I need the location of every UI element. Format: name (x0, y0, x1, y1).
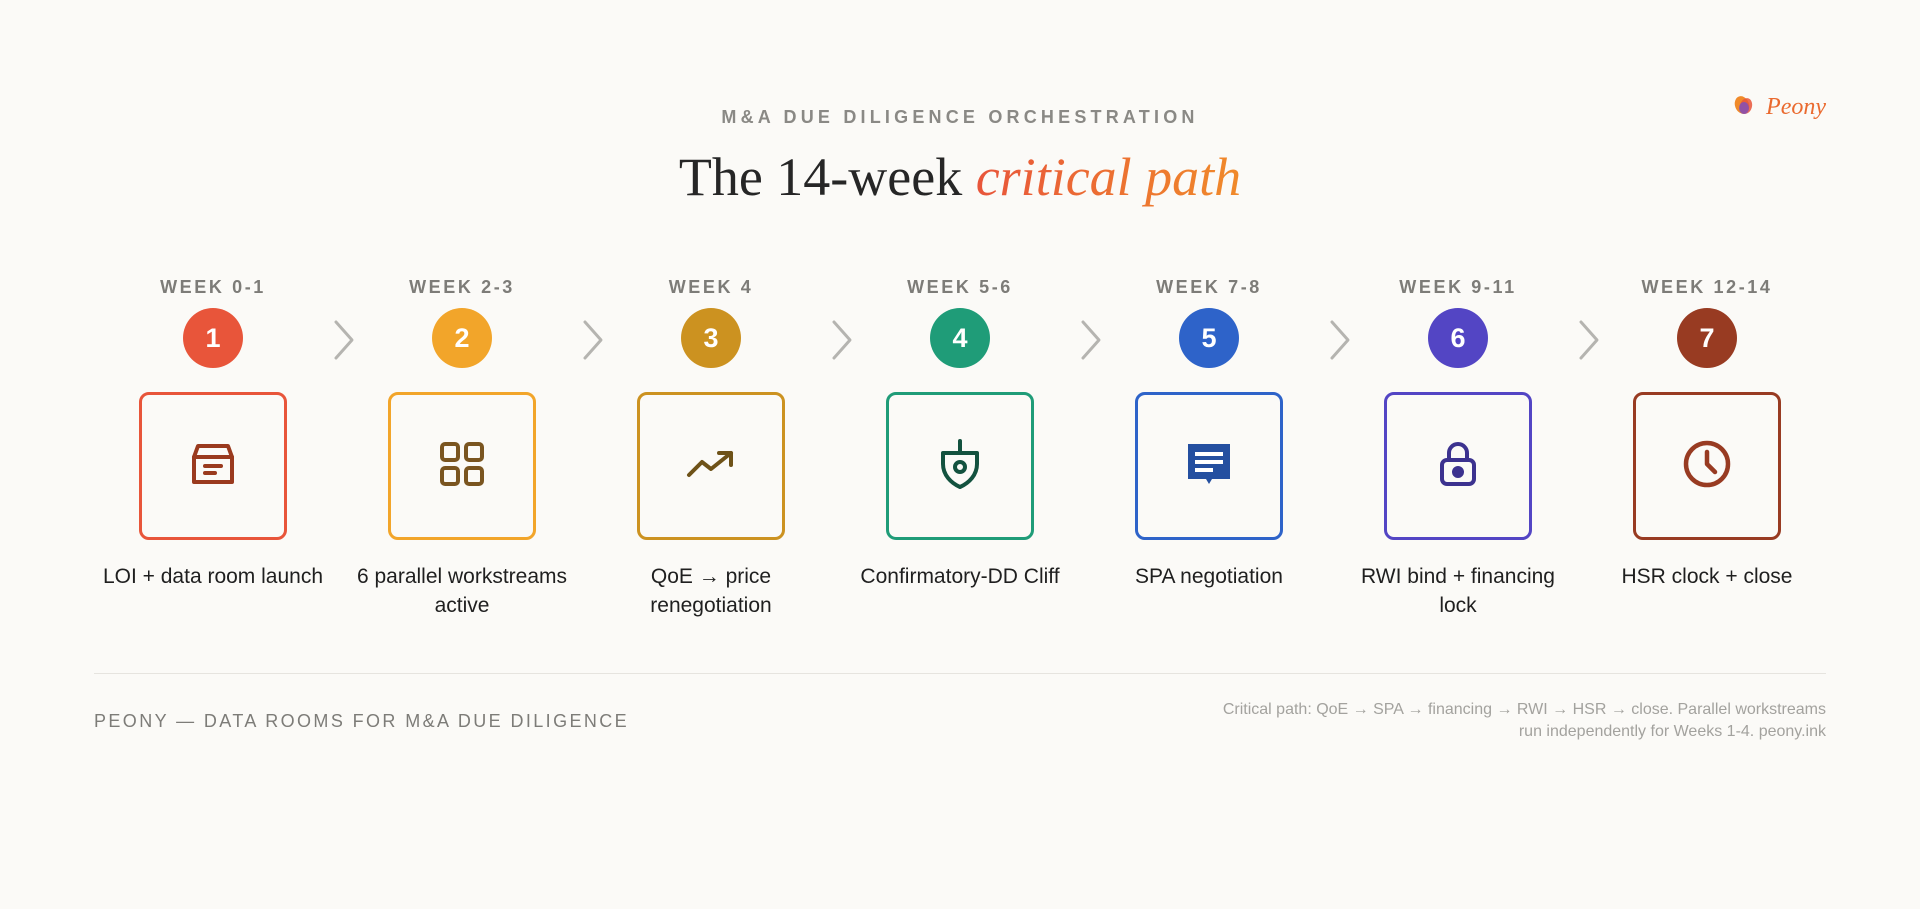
timeline-step-5: WEEK 7-8 5 SPA negotiation (1089, 276, 1329, 591)
timeline-step-6: WEEK 9-11 6 RWI bind + financing lock (1338, 276, 1578, 620)
footer-note: Critical path: QoE → SPA → financing → R… (1186, 699, 1826, 743)
step-caption: SPA negotiation (1135, 565, 1283, 588)
footer-note-line-1: Critical path: QoE → SPA → financing → R… (1222, 701, 1826, 718)
grid-icon (435, 437, 489, 496)
footer-note-line-2: run independently for Weeks 1-4. peony.i… (1518, 723, 1826, 740)
step-caption: 6 parallel workstreams active (356, 565, 568, 617)
step-week-label: WEEK 5-6 (907, 277, 1013, 297)
archive-box-icon (186, 437, 240, 496)
shield-icon (933, 437, 987, 496)
step-week-label: WEEK 2-3 (409, 277, 515, 297)
lock-icon (1431, 437, 1485, 496)
chevron-right-icon (1081, 320, 1101, 360)
timeline-step-1: WEEK 0-1 1 LOI + data room launch (93, 276, 333, 591)
document-icon (1182, 437, 1236, 496)
timeline: WEEK 0-1 1 LOI + data room launch WEEK 2… (0, 276, 1920, 636)
chevron-right-icon (1579, 320, 1599, 360)
footer-divider (94, 673, 1826, 674)
chevron-right-icon (832, 320, 852, 360)
step-caption: HSR clock + close (1621, 565, 1793, 588)
step-week-label: WEEK 7-8 (1156, 277, 1262, 297)
brand-name: Peony (1766, 94, 1826, 120)
chevron-right-icon (583, 320, 603, 360)
chevron-right-icon (334, 320, 354, 360)
step-caption: LOI + data room launch (102, 565, 324, 588)
step-number-badge: 5 (1179, 308, 1239, 368)
eyebrow-label: M&A DUE DILIGENCE ORCHESTRATION (721, 107, 1199, 127)
chevron-right-icon (1330, 320, 1350, 360)
step-icon-box (1633, 392, 1781, 540)
brand-logo: Peony (1732, 93, 1826, 122)
step-caption: RWI bind + financing lock (1361, 565, 1555, 617)
timeline-step-7: WEEK 12-14 7 HSR clock + close (1587, 276, 1827, 591)
step-number-badge: 6 (1428, 308, 1488, 368)
step-number-badge: 3 (681, 308, 741, 368)
step-icon-box (886, 392, 1034, 540)
step-number-badge: 4 (930, 308, 990, 368)
footer-tagline: PEONY — DATA ROOMS FOR M&A DUE DILIGENCE (94, 711, 630, 731)
step-week-label: WEEK 12-14 (1641, 277, 1773, 297)
step-number-badge: 7 (1677, 308, 1737, 368)
step-icon-box (1135, 392, 1283, 540)
trending-up-icon (684, 437, 738, 496)
step-number-badge: 1 (183, 308, 243, 368)
step-icon-box (139, 392, 287, 540)
step-week-label: WEEK 4 (668, 277, 754, 297)
step-caption: Confirmatory-DD Cliff (860, 565, 1060, 588)
timeline-step-4: WEEK 5-6 4 Confirmatory-DD Cliff (840, 276, 1080, 591)
step-week-label: WEEK 0-1 (160, 277, 266, 297)
clock-icon (1680, 437, 1734, 496)
step-number-badge: 2 (432, 308, 492, 368)
title-accent: critical path (975, 147, 1242, 207)
timeline-step-2: WEEK 2-3 2 6 parallel workstreams active (342, 276, 582, 620)
step-caption: QoE → price renegotiation (650, 565, 772, 617)
page-title: The 14-week critical path (0, 143, 1920, 211)
step-week-label: WEEK 9-11 (1399, 277, 1517, 297)
peony-logo-icon (1732, 93, 1756, 122)
title-plain: The 14-week (678, 147, 976, 207)
step-icon-box (1384, 392, 1532, 540)
step-icon-box (388, 392, 536, 540)
step-icon-box (637, 392, 785, 540)
timeline-step-3: WEEK 4 3 QoE → price renegotiation (591, 276, 831, 620)
